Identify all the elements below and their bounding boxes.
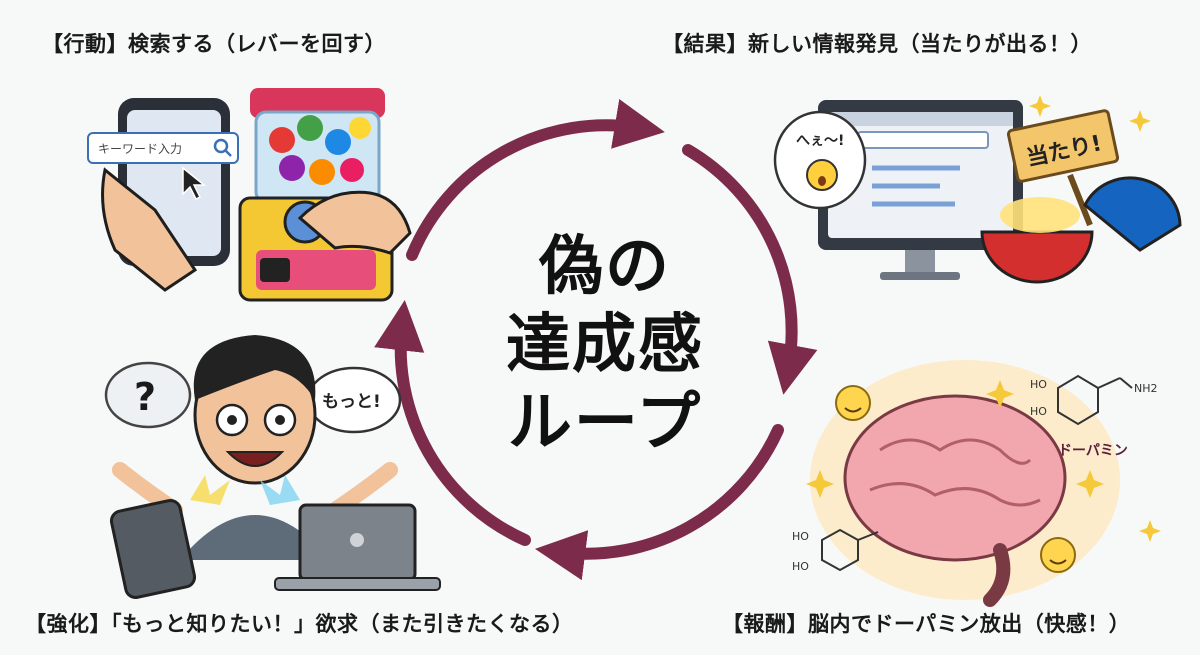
smiley-icon (835, 385, 871, 421)
dopamine-molecule-2 (821, 528, 879, 572)
caption-reinforcement: 【強化】「もっと知りたい！」欲求（また引きたくなる） (25, 612, 574, 636)
arrow-top (406, 99, 665, 261)
smiley-icon-2 (1040, 537, 1076, 573)
nh2-label: NH2 (1134, 382, 1158, 395)
hit-sign: 当たり! (1006, 109, 1120, 227)
surprised-face-icon (806, 159, 838, 191)
dopamine-label: ドーパミン (1058, 443, 1128, 459)
laptop-icon (274, 503, 441, 591)
ho-label-4: HO (792, 560, 809, 573)
search-icon (213, 138, 229, 154)
sparkle-icons (806, 95, 1161, 542)
more-bubble-text: もっと! (322, 392, 381, 412)
arrow-left (374, 299, 531, 546)
ho-label-3: HO (792, 530, 809, 543)
monitor-icon (818, 100, 1023, 280)
gacha-machine-icon (238, 88, 412, 302)
center-title-line3: ループ (507, 386, 703, 460)
search-placeholder: キーワード入力 (98, 142, 182, 156)
ho-label-1: HO (1030, 378, 1047, 391)
caption-action: 【行動】検索する（レバーを回す） (42, 32, 386, 56)
surprise-text: へぇ〜! (796, 133, 844, 149)
center-title: 偽の 達成感 ループ (455, 228, 755, 462)
brain-icon (843, 394, 1067, 607)
caption-result: 【結果】新しい情報発見（当たりが出る！） (662, 32, 1092, 56)
arrow-right (682, 144, 818, 395)
tablet-icon (109, 499, 197, 599)
dopamine-molecule (1057, 374, 1133, 426)
surprise-bubble: へぇ〜! (773, 110, 867, 210)
question-bubble: ? (104, 361, 192, 429)
search-box: キーワード入力 (87, 132, 239, 164)
capsule-icon (980, 176, 1182, 284)
ho-label-2: HO (1030, 405, 1047, 418)
cursor-icon (182, 166, 207, 201)
question-mark-icon: ? (134, 375, 156, 419)
caption-reward: 【報酬】脳内でドーパミン放出（快感！） (722, 612, 1131, 636)
more-bubble: もっと! (306, 366, 402, 434)
arrow-bottom (535, 424, 784, 581)
center-title-line1: 偽の (539, 230, 671, 304)
center-title-line2: 達成感 (506, 308, 704, 382)
